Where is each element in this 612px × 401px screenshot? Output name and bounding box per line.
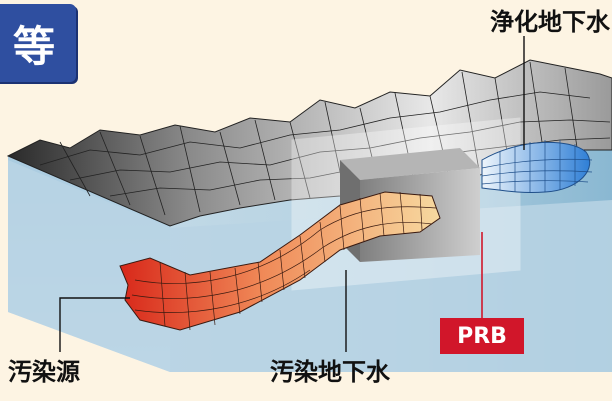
label-clean-groundwater: 浄化地下水: [490, 8, 610, 36]
contaminated-plume: [119, 191, 441, 331]
prb-wall-top: [340, 148, 480, 180]
clean-plume: [481, 140, 593, 193]
leader-lines: [59, 36, 525, 352]
title-badge: 等: [0, 4, 76, 82]
label-prb: PRB: [440, 318, 524, 354]
leader-source: [59, 297, 130, 352]
label-contaminated-groundwater: 汚染地下水: [270, 358, 390, 386]
label-contamination-source: 汚染源: [8, 358, 80, 386]
